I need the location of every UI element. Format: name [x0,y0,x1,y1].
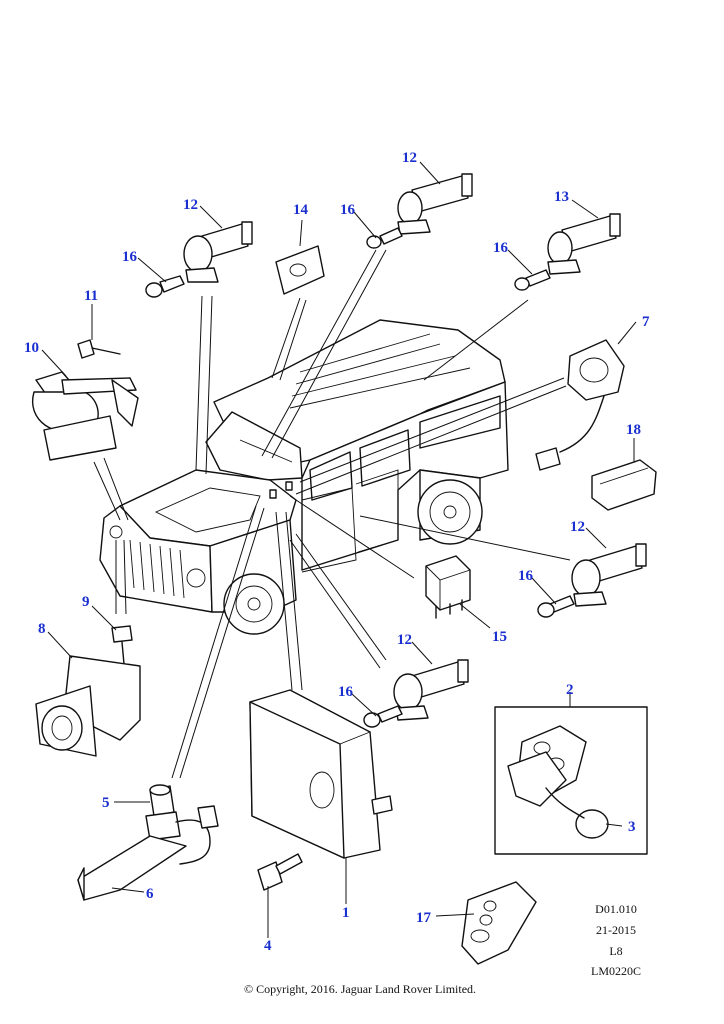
bolt-9 [111,625,133,665]
control-unit-1 [249,689,393,859]
siren-8 [35,655,141,757]
callout-8: 8 [38,621,46,637]
module-18 [591,459,657,511]
callout-2: 2 [566,682,574,698]
key-fob-17 [461,881,537,965]
bolt-4 [257,853,303,891]
callout-13: 13 [554,189,569,205]
callout-16-right-top: 16 [493,240,509,256]
callout-18: 18 [626,422,641,438]
callout-5: 5 [102,795,110,811]
reference-level: L8 [609,944,623,958]
callout-16-top: 16 [340,202,356,218]
bracket-6 [77,835,187,901]
screw-16-right-top [514,269,551,291]
bonnet-switch-5 [145,784,219,865]
callout-12-lower: 12 [397,632,412,648]
callout-12-left: 12 [183,197,198,213]
callout-17: 17 [416,910,432,926]
callout-14: 14 [293,202,309,218]
reference-date: 21-2015 [596,923,636,937]
door-switch-12-top [397,173,473,235]
callout-numbers: 12 12 14 16 13 16 16 11 7 10 18 12 16 9 … [24,150,650,954]
screw-16-top [366,227,403,249]
callout-11: 11 [84,288,98,304]
reference-code: D01.010 [595,902,637,916]
remote-keys-box [494,706,648,855]
callout-10: 10 [24,340,39,356]
door-switch-12-lower [393,659,469,721]
callout-12-right: 12 [570,519,585,535]
callout-4: 4 [264,938,272,954]
callout-16-lower: 16 [338,684,354,700]
bonnet-switch-13 [547,213,621,275]
callout-12-top: 12 [402,150,417,166]
callout-16-left: 16 [122,249,138,265]
callout-1: 1 [342,905,350,921]
pointer-lines [93,249,571,779]
callout-leaders [41,161,637,938]
door-switch-12-right [571,543,647,607]
callout-9: 9 [82,594,90,610]
callout-6: 6 [146,886,154,902]
callout-15: 15 [492,629,507,645]
callout-16-right-mid: 16 [518,568,534,584]
callout-3: 3 [628,819,636,835]
relay-15 [425,555,471,619]
copyright-notice: © Copyright, 2016. Jaguar Land Rover Lim… [243,982,477,996]
sensor-14 [275,245,325,295]
bolt-11 [77,339,121,359]
horn-10 [31,371,139,461]
callout-7: 7 [642,314,650,330]
screw-16-lower [363,705,403,728]
alarm-sensor-7 [535,339,625,471]
screw-16-right-mid [537,595,575,618]
door-switch-12-left [183,221,253,283]
screw-16-left [145,275,185,298]
illustration-code: LM0220C [590,964,641,978]
